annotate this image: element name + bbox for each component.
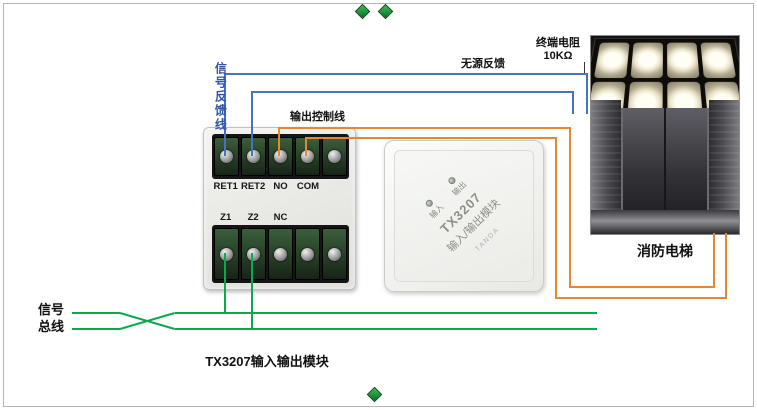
tx3207-module: 输入 输出 TX3207 输入/输出模块 TANDA	[384, 140, 544, 292]
terminal-no	[268, 137, 293, 176]
terminal-label	[294, 212, 321, 223]
terminal-label: RET1	[213, 181, 238, 192]
bus-drop-z2	[251, 253, 253, 330]
elevator-doors	[621, 108, 709, 210]
label-terminal-resistor-name: 终端电阻	[536, 37, 580, 49]
terminal-block: RET1 RET2 NO COM Z1 Z2 NC	[203, 127, 356, 290]
output-wire-segment	[569, 286, 715, 288]
label-signal-bus-l1: 信号	[38, 302, 65, 317]
terminal-nc	[268, 228, 293, 280]
bus-wire-segment	[175, 328, 597, 330]
resistor-pointer-line	[584, 62, 585, 73]
label-passive-feedback: 无源反馈	[461, 58, 505, 70]
terminal-label: NO	[273, 181, 288, 192]
label-terminal-resistor-value: 10KΩ	[543, 49, 573, 62]
output-wire-segment	[713, 233, 715, 288]
elevator-left-wall	[591, 100, 621, 210]
elevator-ceiling-lamp	[593, 42, 630, 79]
feedback-wire-segment	[224, 73, 226, 156]
feedback-wire-segment	[251, 91, 574, 93]
terminal-label: RET2	[240, 181, 266, 192]
bus-wire-segment	[175, 312, 597, 314]
feedback-wire-segment	[224, 73, 588, 75]
output-wire-segment	[555, 297, 727, 299]
module-caption: TX3207输入输出模块	[205, 354, 329, 369]
feedback-wire-segment	[572, 91, 574, 114]
output-wire-segment	[569, 127, 571, 288]
elevator-floor	[591, 210, 739, 234]
terminal-z2	[241, 228, 266, 280]
label-signal-bus-l2: 总线	[38, 318, 65, 334]
fire-elevator-photo	[590, 35, 740, 235]
elevator-caption: 消防电梯	[637, 243, 693, 259]
output-wire-segment	[725, 233, 727, 299]
terminal-label: Z2	[247, 212, 259, 223]
output-wire-segment	[278, 127, 571, 129]
elevator-right-wall	[709, 100, 739, 210]
tx3207-module-face	[394, 150, 534, 282]
bus-wire-segment	[72, 312, 120, 314]
terminal-com	[295, 137, 320, 176]
terminal-ret1	[214, 137, 239, 176]
feedback-wire-segment	[586, 73, 588, 114]
label-output-control-line: 输出控制线	[290, 111, 345, 123]
elevator-ceiling-lamp	[700, 42, 737, 79]
label-signal-bus: 信号 总线	[38, 302, 64, 336]
label-terminal-resistor: 终端电阻 10KΩ	[527, 37, 589, 62]
elevator-ceiling-lamp	[630, 42, 663, 79]
output-wire-segment	[555, 137, 557, 299]
terminal-strip-bottom	[212, 225, 349, 283]
output-wire-segment	[305, 137, 307, 156]
terminal-label	[322, 212, 349, 223]
bus-wire-segment	[72, 328, 120, 330]
output-wire-segment	[305, 137, 557, 139]
output-wire-segment	[278, 127, 280, 156]
terminal-strip-top	[212, 134, 349, 179]
terminal-label: NC	[273, 212, 288, 223]
terminal-ret2	[241, 137, 266, 176]
terminal-labels-top: RET1 RET2 NO COM	[212, 181, 349, 192]
terminal-label	[322, 181, 349, 192]
elevator-ceiling-lamp	[667, 42, 700, 79]
terminal-spare-top	[322, 137, 347, 176]
terminal-labels-bottom: Z1 Z2 NC	[212, 212, 349, 223]
terminal-spare-bottom	[295, 228, 320, 280]
bus-drop-z1	[224, 253, 226, 314]
terminal-spare-bottom	[322, 228, 347, 280]
terminal-label: COM	[296, 181, 319, 192]
terminal-z1	[214, 228, 239, 280]
label-signal-feedback-line: 信号反馈线	[213, 62, 228, 132]
feedback-wire-segment	[251, 91, 253, 156]
terminal-label: Z1	[220, 212, 232, 223]
